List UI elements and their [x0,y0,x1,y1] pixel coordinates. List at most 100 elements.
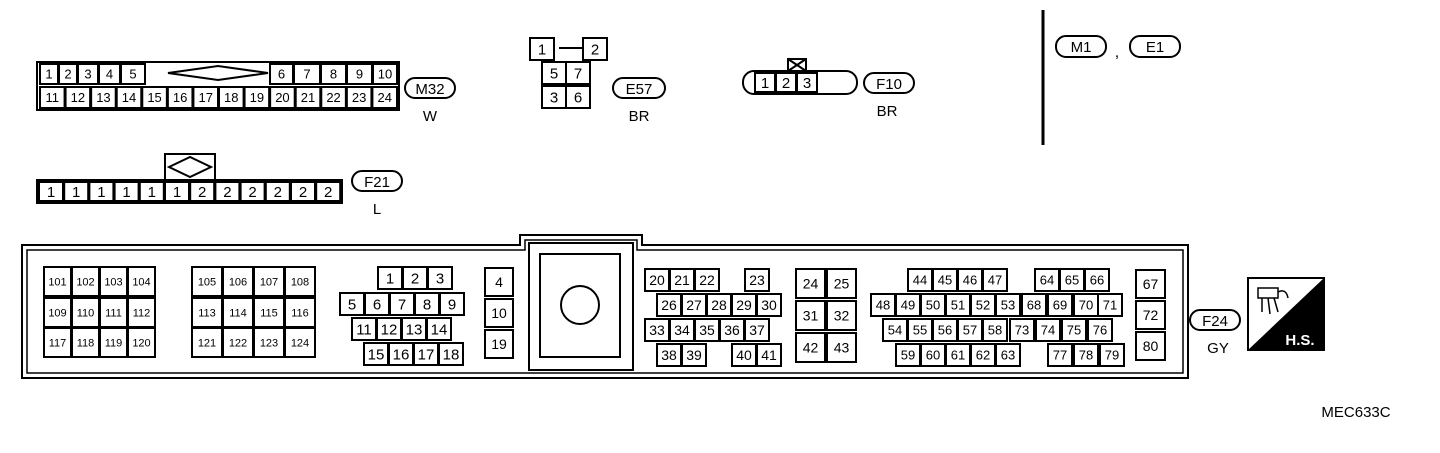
m32-pin: 8 [330,67,337,82]
f24-pin: 80 [1143,338,1159,354]
f24-pin-cell [484,267,514,297]
hs-badge-fill [1248,278,1324,350]
f24-pin: 7 [398,296,406,313]
f24-pin-cell [484,329,514,359]
f24-pin: 23 [749,272,765,288]
f24-pin: 118 [77,337,95,349]
f24-pin: 3 [436,270,444,287]
f21-pin-cell [239,181,266,202]
f24-pin: 1 [386,270,394,287]
m32-pin: 20 [275,90,289,105]
f24-pin: 115 [260,307,278,319]
f24-pin-cell [284,297,316,328]
f24-pin-cell [1084,268,1110,292]
f24-pin-cell [995,343,1021,367]
f24-pin: 33 [649,322,665,338]
f24-pin: 101 [48,276,66,288]
e57-pin: 5 [550,65,558,82]
f21-id: F21 [364,174,390,191]
f21-pin: 1 [97,184,105,201]
f24-pin: 35 [699,322,715,338]
f24-inner-shell [26,239,1184,374]
f24-pin: 49 [901,298,915,313]
f24-pin: 77 [1053,348,1067,363]
f24-pin: 62 [976,348,990,363]
f24-pin-cell [1047,343,1073,367]
f24-color: GY [1207,340,1229,357]
f24-pin-cell [127,266,156,297]
m32-pin: 13 [96,90,110,105]
f24-pin-cell [681,343,707,367]
f21-lock-icon [164,153,216,181]
f24-center-block [528,242,634,371]
f24-pin-cell [71,297,100,328]
f24-pin: 114 [229,307,247,319]
m32-pin-cell [372,63,398,85]
m32-pin: 9 [356,67,363,82]
f21-pin: 2 [299,184,307,201]
f24-pin: 121 [198,337,216,349]
f21-pin-cell [264,181,291,202]
f24-pin-cell [253,266,285,297]
e57-id: E57 [626,81,653,98]
f24-pin: 58 [988,323,1002,338]
f24-pin-cell [982,268,1008,292]
f24-pin-cell [1087,318,1113,342]
f24-pin-cell [426,317,452,341]
f10-pin: 1 [761,75,769,92]
f24-pin: 9 [448,296,456,313]
f24-pin: 21 [674,272,690,288]
f24-pin: 15 [368,346,385,363]
f21-pin: 2 [223,184,231,201]
f24-pin: 123 [260,337,278,349]
f21-pin-cell [138,181,165,202]
m32-pin: 23 [352,90,366,105]
m32-id: M32 [415,81,444,98]
f24-pin: 79 [1105,348,1119,363]
f24-pin: 120 [132,337,150,349]
f24-pin: 55 [913,323,927,338]
f24-pin: 42 [803,340,819,356]
f24-pin: 43 [834,340,850,356]
f24-pin: 110 [77,307,95,319]
f24-pin: 5 [348,296,356,313]
f24-pin: 20 [649,272,665,288]
m32-pin-cell [371,86,398,109]
e57-pin-cell [582,37,608,61]
f24-pin: 31 [803,308,819,324]
f24-pin-cell [1047,293,1073,317]
f24-pin-cell [795,300,826,331]
f24-pin: 26 [661,297,677,313]
m32-pin: 3 [84,67,91,82]
f21-pin: 2 [198,184,206,201]
f24-pin: 57 [963,323,977,338]
f24-bolt-icon [560,285,600,325]
f21-pin: 1 [173,184,181,201]
f24-pin: 6 [373,296,381,313]
f24-pin: 50 [926,298,940,313]
f24-pin: 30 [761,297,777,313]
m32-pin-cell [166,86,194,109]
m32-id-badge [404,77,456,99]
f24-pin: 63 [1001,348,1015,363]
m32-pin: 14 [122,90,136,105]
f24-pin: 69 [1053,298,1067,313]
m32-pin: 24 [377,90,391,105]
f24-pin-cell [1099,343,1125,367]
f21-pin-cell [290,181,316,202]
f24-pin: 105 [198,276,216,288]
f24-pin: 73 [1015,323,1029,338]
m32-pin: 22 [326,90,340,105]
f24-pin: 37 [749,322,765,338]
f24-pin-cell [71,327,100,358]
f21-id-badge [351,170,403,192]
f24-pin: 4 [495,274,503,290]
f24-pin-cell [222,297,254,328]
f24-pin: 11 [356,321,372,338]
